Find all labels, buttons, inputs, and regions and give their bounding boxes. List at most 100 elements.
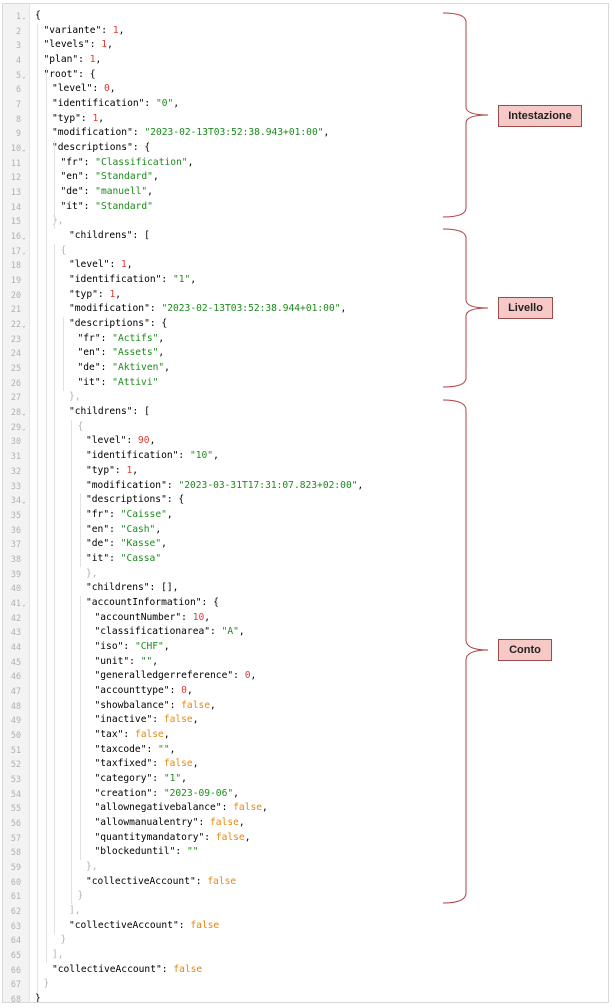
- line-number: 22: [10, 319, 21, 330]
- line-number: 58: [10, 847, 21, 858]
- code-token-pun: ,: [115, 288, 122, 300]
- fold-toggle-icon[interactable]: ⌄: [22, 410, 26, 418]
- code-token-pun: ,: [192, 714, 199, 726]
- fold-toggle-icon[interactable]: ⌄: [22, 14, 26, 21]
- line-number: 9: [15, 128, 21, 139]
- code-token-pun: :: [178, 450, 190, 462]
- code-token-pun: :: [132, 127, 145, 139]
- code-token-str: "2023-02-13T03:52:38.944+01:00": [161, 303, 341, 315]
- code-token-pun: :: [169, 684, 182, 696]
- code-line: 15},: [3, 214, 608, 229]
- code-token-num: 1: [101, 39, 108, 51]
- line-number: 39: [10, 568, 21, 579]
- code-token-str: "Classification": [95, 156, 188, 168]
- code-line: 6"level": 0,: [3, 82, 608, 97]
- code-text: "identification": "1",: [69, 273, 196, 288]
- code-text: "childrens": [: [69, 405, 150, 420]
- code-line: 3"levels": 1,: [3, 38, 608, 53]
- code-token-pun: :: [78, 54, 90, 66]
- code-line: 14"it": "Standard": [3, 200, 608, 215]
- code-text: "en": "Cash",: [86, 523, 161, 538]
- code-token-bool: false: [215, 831, 245, 843]
- code-text: "de": "Aktiven",: [78, 361, 170, 376]
- fold-toggle-icon[interactable]: ⌄: [22, 322, 26, 330]
- code-token-key: "fr": [77, 332, 101, 344]
- code-text: "typ": 1,: [52, 112, 104, 127]
- code-token-num: 1: [112, 24, 119, 36]
- json-code-editor[interactable]: 1⌄{2"variante": 1,3"levels": 1,4"plan": …: [2, 3, 609, 1003]
- code-token-pun: ,: [181, 772, 187, 784]
- line-number: 14: [10, 201, 21, 212]
- code-line: 54"creation": "2023-09-06",: [3, 787, 608, 802]
- code-line: 46"generalledgerreference": 0,: [3, 669, 608, 684]
- code-token-bool: false: [163, 714, 193, 726]
- code-text: "childrens": [],: [86, 581, 178, 596]
- code-token-key: "en": [60, 171, 84, 183]
- code-token-key: "it": [86, 552, 110, 564]
- code-token-pun: :: [149, 303, 162, 315]
- code-line: 10⌄"descriptions": {: [3, 141, 608, 156]
- line-number: 41: [10, 597, 21, 608]
- code-line: 37"de": "Kasse",: [3, 537, 608, 552]
- code-line: 35"fr": "Caisse",: [3, 508, 608, 523]
- fold-toggle-icon[interactable]: ⌄: [22, 424, 26, 432]
- line-number: 46: [10, 671, 21, 682]
- code-token-pun: ,: [152, 171, 159, 183]
- code-token-key: "collectiveAccount": [69, 919, 179, 931]
- code-token-pun: ,: [238, 626, 245, 638]
- code-token-key: "allownegativebalance": [94, 802, 222, 814]
- code-line: 16⌄"childrens": [: [3, 229, 608, 244]
- code-token-str: "Caisse": [120, 508, 167, 520]
- line-number: 34: [10, 495, 21, 506]
- code-token-pun: :: [123, 640, 135, 652]
- fold-toggle-icon[interactable]: ⌄: [22, 498, 26, 506]
- indent-guide: [62, 317, 64, 391]
- line-number: 12: [10, 172, 21, 183]
- code-token-key: "iso": [94, 640, 124, 652]
- code-token-key: "classificationarea": [94, 626, 211, 638]
- code-token-key: "de": [60, 186, 84, 198]
- code-token-pun: :: [109, 552, 121, 564]
- code-token-pun: :: [92, 83, 104, 95]
- code-text: },: [86, 567, 98, 582]
- code-token-pun: :: [161, 963, 174, 975]
- code-token-pun: ,: [213, 450, 219, 462]
- code-text: {: [78, 420, 84, 435]
- code-token-key: "it": [60, 200, 84, 212]
- code-token-pun: {: [35, 10, 41, 21]
- line-number: 43: [10, 627, 21, 638]
- code-token-bool: false: [210, 816, 239, 828]
- code-text: "plan": 1,: [44, 53, 102, 68]
- code-token-pun: :: [129, 655, 141, 667]
- code-text: "en": "Assets",: [78, 346, 165, 361]
- code-token-bool: false: [163, 758, 193, 770]
- code-token-pun: ,: [210, 699, 216, 711]
- fold-toggle-icon[interactable]: ⌄: [22, 72, 26, 80]
- code-token-pun: :: [181, 611, 193, 623]
- code-token-pun: :: [83, 156, 96, 168]
- fold-toggle-icon[interactable]: ⌄: [22, 248, 26, 256]
- code-token-key: "taxcode": [94, 743, 147, 755]
- code-token-key: "levels": [43, 39, 90, 51]
- line-number: 56: [10, 817, 21, 828]
- line-number: 37: [10, 539, 21, 550]
- code-text: "iso": "CHF",: [95, 640, 170, 655]
- fold-toggle-icon[interactable]: ⌄: [22, 146, 26, 154]
- code-token-gray: },: [69, 391, 81, 403]
- code-text: "fr": "Classification",: [61, 156, 194, 171]
- code-token-gray: ],: [52, 949, 64, 960]
- code-line: 60"collectiveAccount": false: [3, 875, 608, 890]
- fold-toggle-icon[interactable]: ⌄: [22, 234, 26, 242]
- code-token-str: "": [158, 743, 170, 755]
- code-text: "modification": "2023-03-31T17:31:07.823…: [86, 479, 363, 494]
- code-text: "collectiveAccount": false: [69, 919, 219, 934]
- code-area[interactable]: 1⌄{2"variante": 1,3"levels": 1,4"plan": …: [3, 9, 608, 1002]
- line-number: 36: [10, 524, 21, 535]
- fold-toggle-icon[interactable]: ⌄: [22, 600, 26, 608]
- indent-guide: [54, 141, 55, 230]
- line-number: 55: [10, 803, 21, 814]
- code-token-pun: :: [169, 699, 182, 711]
- code-line: 17⌄{: [3, 244, 608, 259]
- line-number: 16: [10, 231, 21, 242]
- line-number: 60: [10, 876, 21, 887]
